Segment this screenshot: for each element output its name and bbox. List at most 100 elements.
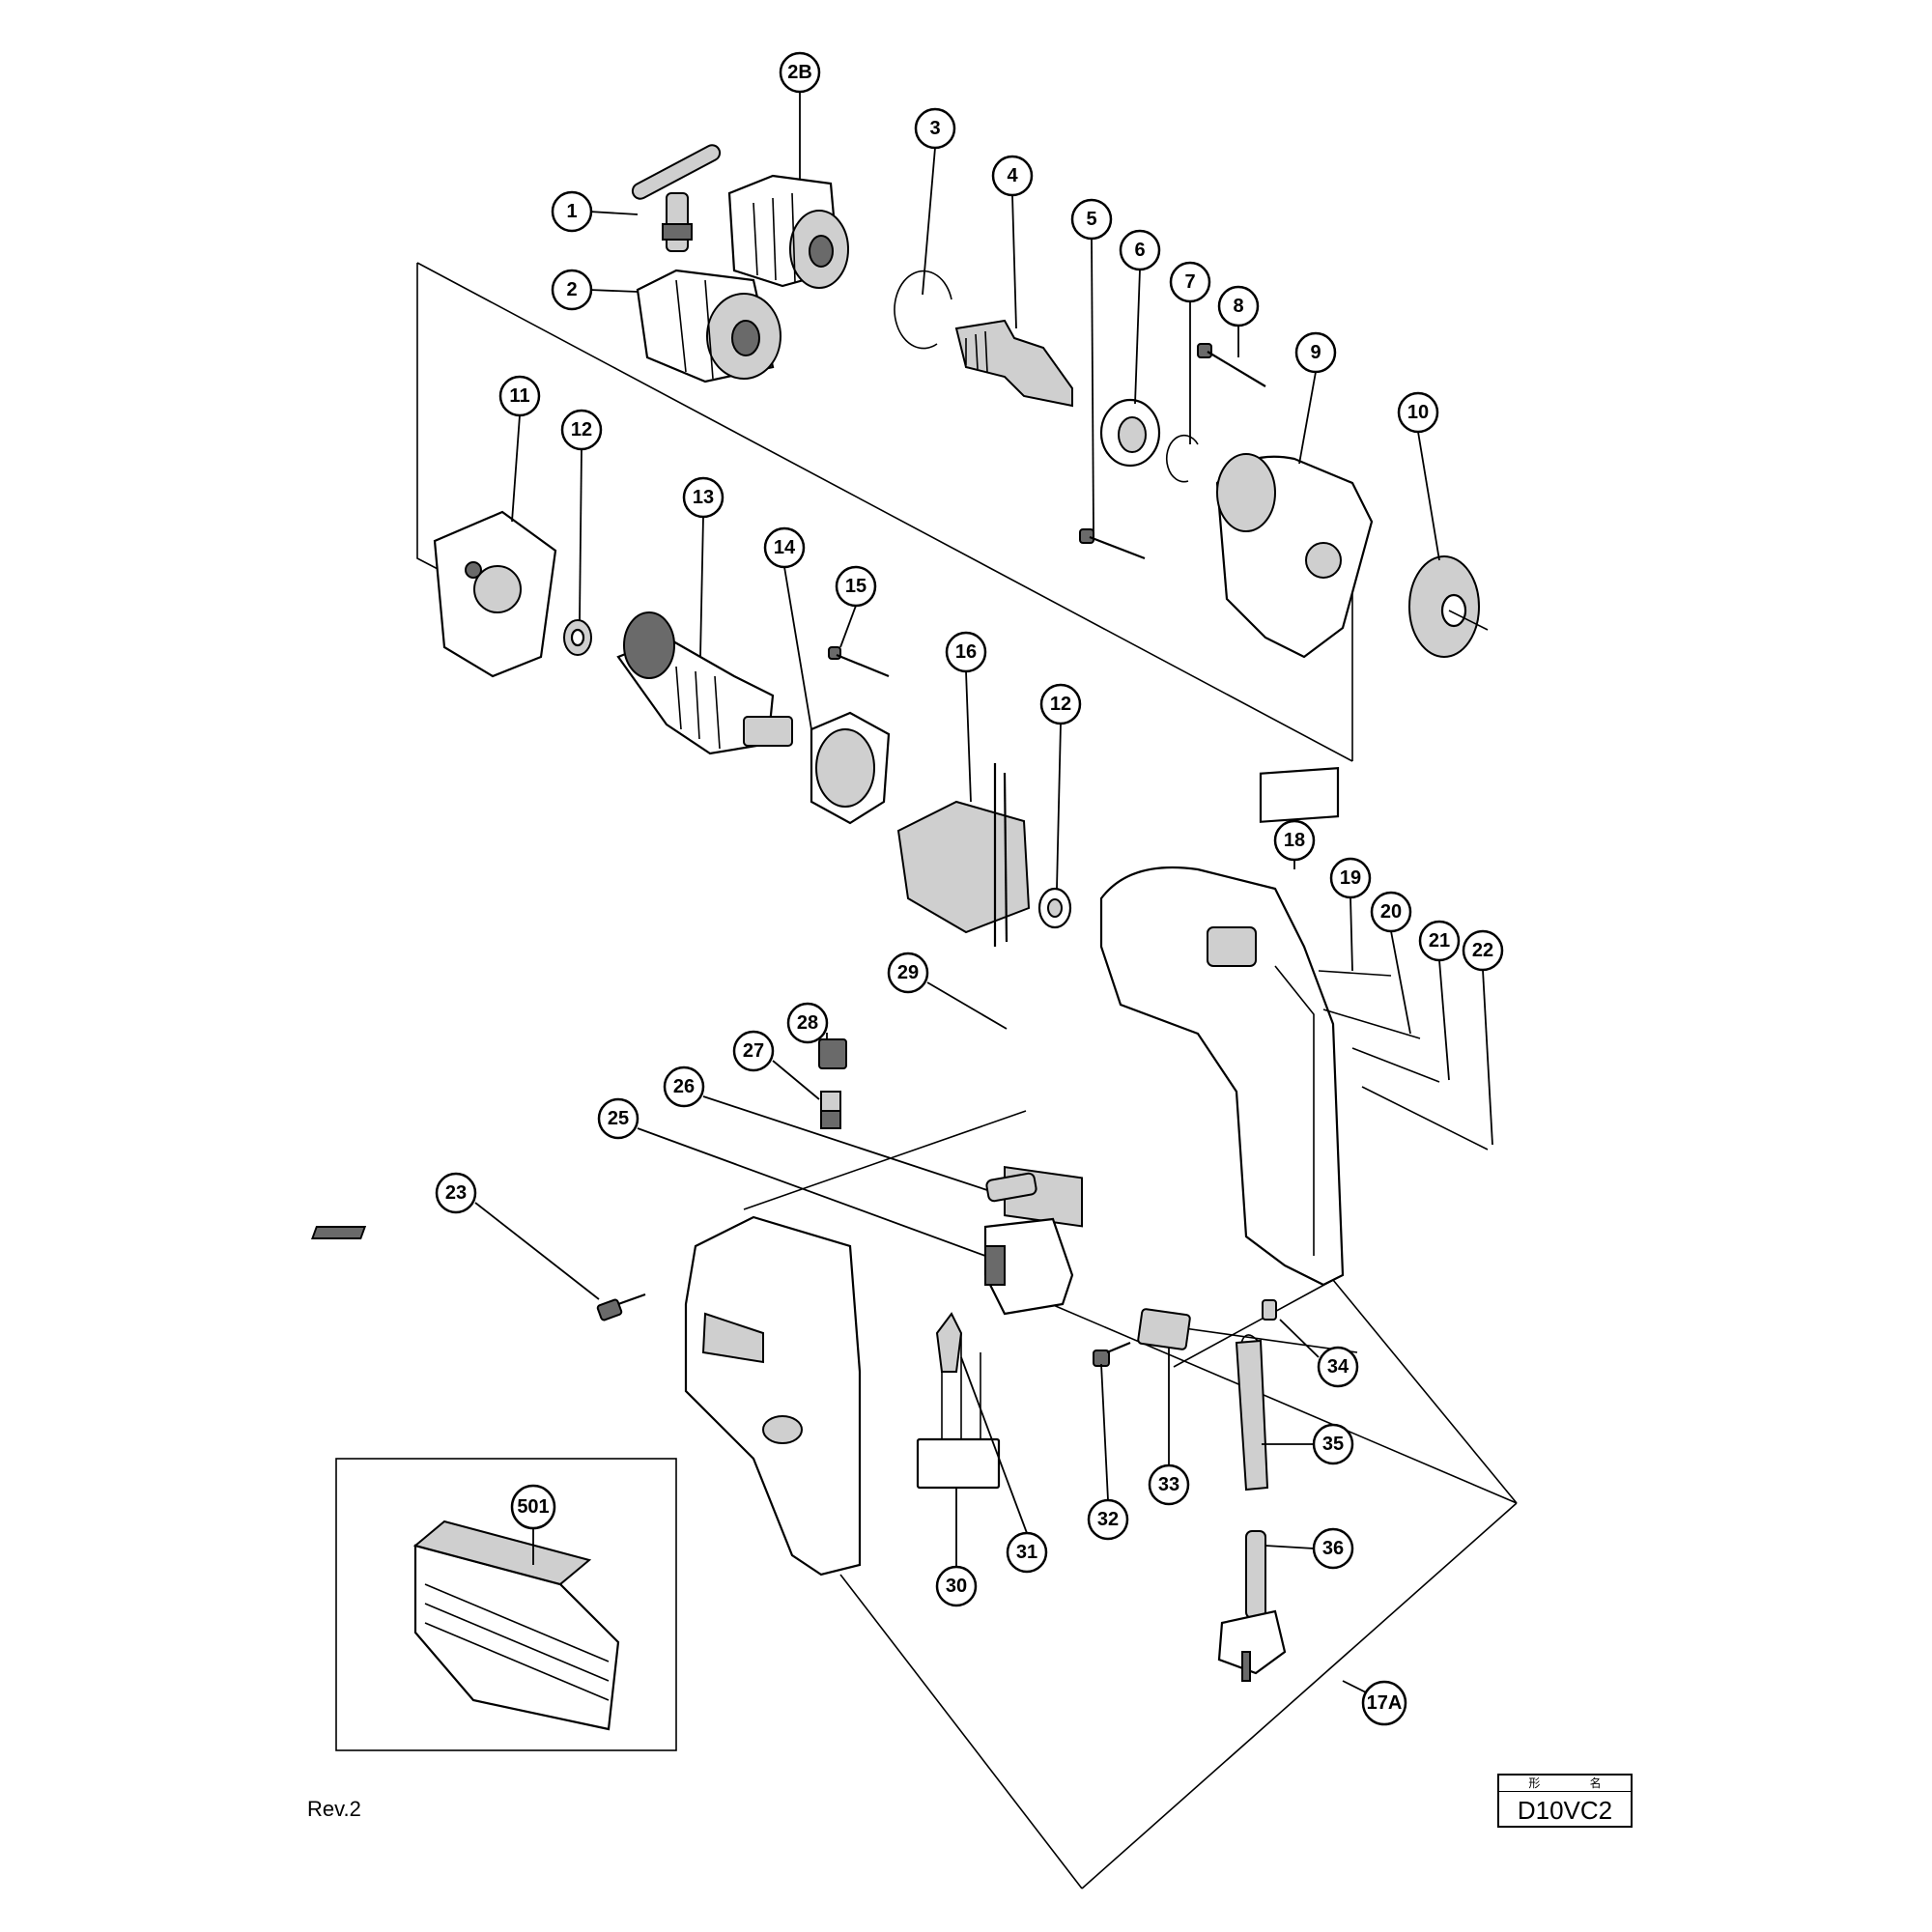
callout-10: 10 — [1397, 391, 1439, 434]
callouts: 1 2B 2 3 4 5 6 7 8 9 10 11 12 13 14 15 1… — [435, 51, 1504, 1726]
carbon-brush-28 — [818, 1038, 847, 1069]
svg-text:2B: 2B — [787, 62, 812, 83]
callout-21: 21 — [1418, 920, 1461, 962]
revision-label: Rev.2 — [307, 1797, 361, 1821]
svg-text:25: 25 — [608, 1108, 629, 1129]
housing-17a — [1099, 866, 1345, 1287]
svg-text:21: 21 — [1429, 930, 1450, 952]
callout-27: 27 — [732, 1030, 775, 1072]
svg-text:3: 3 — [929, 118, 940, 139]
cord-armor-34 — [1262, 1299, 1277, 1321]
retaining-ring-7 — [1165, 434, 1199, 483]
svg-text:26: 26 — [673, 1076, 695, 1097]
callout-26: 26 — [663, 1065, 705, 1108]
gear-cover-9 — [1215, 453, 1374, 659]
stator-16 — [896, 763, 1031, 947]
callout-13: 13 — [682, 476, 724, 519]
svg-text:4: 4 — [1007, 165, 1018, 186]
model-name: D10VC2 — [1517, 1796, 1613, 1825]
svg-text:18: 18 — [1284, 830, 1305, 851]
callout-35: 35 — [1312, 1423, 1354, 1465]
callout-30: 30 — [935, 1565, 978, 1607]
svg-text:33: 33 — [1158, 1474, 1179, 1495]
chuck-key — [631, 144, 722, 252]
noise-suppressor-30 — [916, 1333, 1001, 1490]
callout-14: 14 — [763, 526, 806, 569]
svg-text:7: 7 — [1184, 271, 1195, 293]
carbon-brush-27 — [820, 1091, 841, 1129]
assembly-guide-lines — [416, 262, 1518, 1889]
svg-text:2: 2 — [566, 279, 577, 300]
svg-text:31: 31 — [1016, 1542, 1037, 1563]
callout-34: 34 — [1317, 1346, 1359, 1388]
callout-25: 25 — [597, 1097, 639, 1140]
switch-26 — [985, 1172, 1037, 1203]
tapping-screw-5 — [1079, 528, 1146, 560]
fan-guide-14 — [810, 711, 891, 825]
callout-19: 19 — [1329, 857, 1372, 899]
svg-text:36: 36 — [1322, 1538, 1344, 1559]
svg-text:12: 12 — [1050, 694, 1071, 715]
ball-bearing-12b — [1037, 887, 1072, 929]
tapping-screw-23 — [596, 1293, 646, 1321]
svg-text:35: 35 — [1322, 1434, 1344, 1455]
ball-bearing-6 — [1099, 398, 1161, 468]
svg-text:34: 34 — [1327, 1356, 1350, 1378]
plastic-case-501 — [412, 1520, 620, 1731]
svg-text:30: 30 — [946, 1576, 967, 1597]
svg-text:8: 8 — [1233, 296, 1243, 317]
cord-clip-33 — [1137, 1308, 1191, 1350]
callout-8: 8 — [1217, 285, 1260, 327]
callout-7: 7 — [1169, 261, 1211, 303]
svg-text:6: 6 — [1134, 240, 1145, 261]
svg-text:501: 501 — [517, 1496, 549, 1518]
svg-text:9: 9 — [1310, 342, 1321, 363]
svg-text:15: 15 — [845, 576, 867, 597]
svg-text:27: 27 — [743, 1040, 764, 1062]
callout-22: 22 — [1462, 929, 1504, 972]
callout-2b: 2B — [779, 51, 821, 94]
callout-2: 2 — [551, 269, 593, 311]
svg-text:1: 1 — [566, 201, 577, 222]
svg-text:23: 23 — [445, 1182, 467, 1204]
model-box: 形 名 D10VC2 — [1497, 1774, 1633, 1828]
callout-12b: 12 — [1039, 683, 1082, 725]
svg-text:22: 22 — [1472, 940, 1493, 961]
armature-13 — [616, 611, 793, 755]
ball-bearing-12a — [563, 619, 592, 656]
svg-text:17A: 17A — [1367, 1692, 1403, 1714]
svg-text:5: 5 — [1086, 209, 1096, 230]
callout-29: 29 — [887, 952, 929, 994]
callout-9: 9 — [1294, 331, 1337, 374]
hex-socket-screw-15 — [828, 646, 890, 678]
svg-text:13: 13 — [693, 487, 714, 508]
accessory-frame — [335, 1458, 677, 1751]
leader-lines — [474, 92, 1493, 1567]
svg-text:11: 11 — [509, 385, 529, 407]
callout-31: 31 — [1006, 1531, 1048, 1574]
switch-25 — [983, 1217, 1074, 1316]
callout-1: 1 — [551, 190, 593, 233]
keyed-chuck-2 — [636, 269, 781, 384]
tapping-screw-32 — [1093, 1341, 1131, 1367]
callout-28: 28 — [786, 1002, 829, 1044]
callout-23: 23 — [435, 1172, 477, 1214]
callout-6: 6 — [1119, 229, 1161, 271]
svg-text:20: 20 — [1380, 901, 1402, 923]
callout-11: 11 — [498, 375, 541, 417]
keyless-chuck-2b — [727, 174, 849, 289]
name-plate-18 — [1259, 766, 1340, 823]
callout-5: 5 — [1070, 198, 1113, 241]
callout-36: 36 — [1312, 1527, 1354, 1570]
svg-text:14: 14 — [774, 537, 796, 558]
callout-3: 3 — [914, 107, 956, 150]
housing-cover-11 — [433, 510, 557, 678]
callout-32: 32 — [1087, 1498, 1129, 1541]
internal-wires — [1318, 970, 1489, 1151]
svg-text:10: 10 — [1407, 402, 1429, 423]
second-gear-10 — [1408, 555, 1489, 658]
spindle-4 — [954, 319, 1073, 408]
tapping-screw-8 — [1197, 343, 1266, 387]
svg-text:19: 19 — [1340, 867, 1361, 889]
